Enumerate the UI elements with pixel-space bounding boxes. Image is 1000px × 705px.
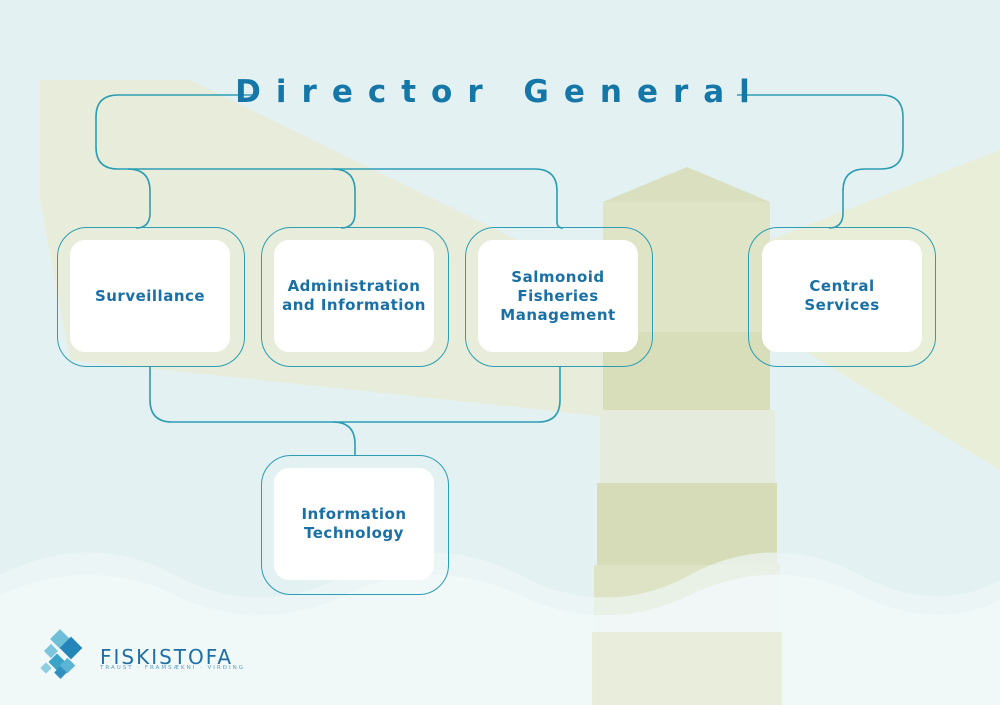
logo-name: FISKISTOFA — [100, 645, 234, 669]
administration-label: Administration and Information — [274, 240, 434, 352]
lighthouse-band-3 — [597, 483, 777, 565]
salmonoid-label: Salmonoid Fisheries Management — [478, 240, 638, 352]
it-box — [261, 455, 449, 595]
surveillance-box — [57, 227, 245, 367]
lighthouse-roof — [603, 167, 770, 202]
wave-front — [0, 574, 1000, 705]
lighthouse-base — [592, 632, 782, 705]
central-services-box — [748, 227, 936, 367]
lighthouse-band-2 — [600, 410, 775, 483]
administration-box — [261, 227, 449, 367]
central-services-label: Central Services — [762, 240, 922, 352]
connector-lines — [95, 94, 904, 455]
it-label: Information Technology — [274, 468, 434, 580]
logo-tagline: TRAUST · FRAMSÆKNI · VIRÐING — [100, 665, 246, 671]
director-general-title: Director General — [235, 74, 765, 110]
salmonoid-box — [465, 227, 653, 367]
fiskistofa-logo-mark — [40, 629, 83, 679]
surveillance-label: Surveillance — [70, 240, 230, 352]
